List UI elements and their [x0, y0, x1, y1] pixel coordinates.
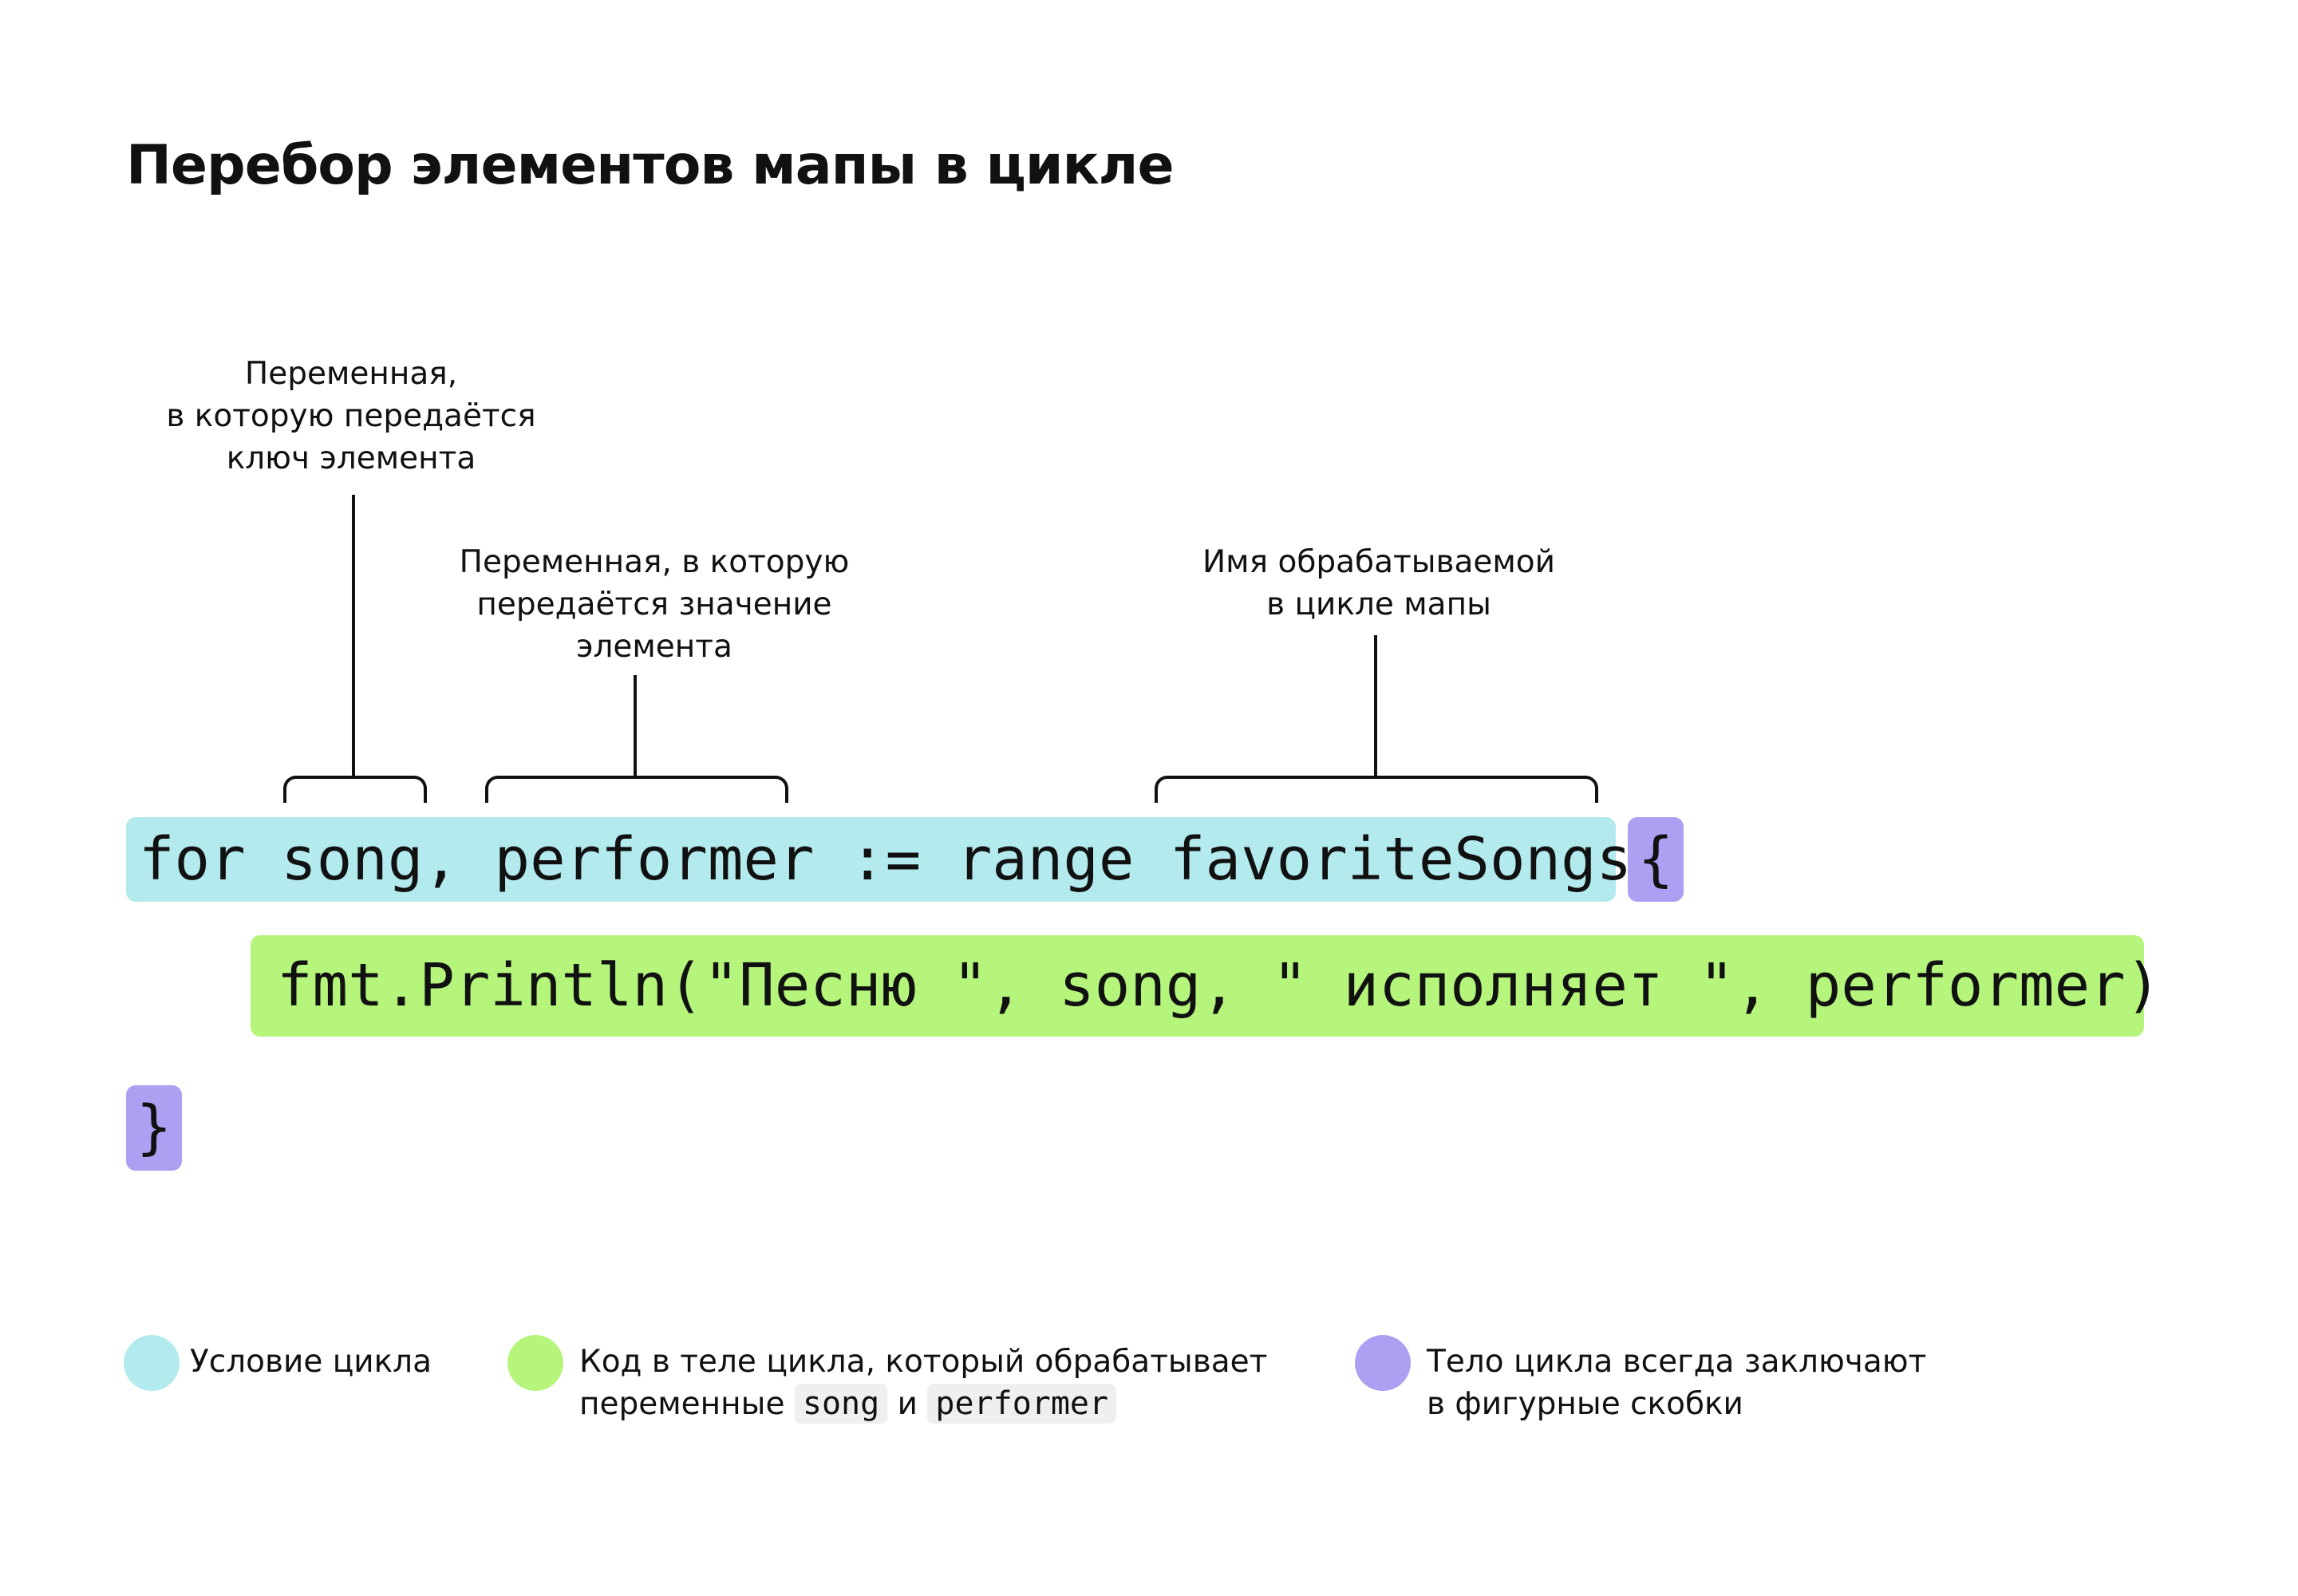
legend-braces-line-2: в фигурные скобки: [1427, 1386, 1743, 1422]
bracket-key: [283, 776, 427, 803]
annotation-map: Имя обрабатываемой в цикле мапы: [1155, 541, 1602, 626]
legend-body-conj: и: [897, 1386, 918, 1422]
annotation-key-pointer: [352, 495, 355, 779]
annotation-key-line-1: Переменная,: [244, 356, 458, 392]
legend-body-line-2: переменные song и performer: [579, 1383, 1267, 1425]
legend-braces-swatch: [1355, 1335, 1411, 1391]
legend-var-performer: performer: [927, 1384, 1117, 1424]
closing-brace: }: [126, 1085, 182, 1171]
annotation-map-pointer: [1374, 635, 1377, 779]
legend-var-song: song: [794, 1384, 888, 1424]
annotation-map-line-1: Имя обрабатываемой: [1202, 544, 1555, 580]
bracket-map: [1155, 776, 1598, 803]
annotation-value: Переменная, в которую передаётся значени…: [431, 541, 878, 668]
opening-brace: {: [1628, 817, 1684, 902]
annotation-key-line-2: в которую передаётся: [166, 398, 536, 434]
annotation-value-line-3: элемента: [576, 629, 732, 665]
legend-braces-text: Тело цикла всегда заключают в фигурные с…: [1427, 1341, 1926, 1425]
annotation-map-line-2: в цикле мапы: [1266, 587, 1491, 622]
annotation-value-pointer: [634, 675, 637, 779]
legend-condition-swatch: [124, 1335, 180, 1391]
legend-body-text: Код в теле цикла, который обрабатывает п…: [579, 1341, 1267, 1425]
legend-body-line-1: Код в теле цикла, который обрабатывает: [579, 1344, 1268, 1380]
annotation-value-line-2: передаётся значение: [476, 587, 832, 622]
legend-condition-label: Условие цикла: [190, 1344, 432, 1380]
legend-body-swatch: [507, 1335, 563, 1391]
page-title: Перебор элементов мапы в цикле: [126, 134, 1175, 197]
loop-body-code: fmt.Println("Песню ", song, " исполняет …: [251, 935, 2161, 1037]
annotation-key-line-3: ключ элемента: [226, 440, 476, 476]
legend-braces-line-1: Тело цикла всегда заключают: [1427, 1344, 1927, 1380]
loop-condition-code: for song, performer := range favoriteSon…: [126, 817, 1632, 902]
bracket-value: [485, 776, 788, 803]
legend-body-prefix: переменные: [579, 1386, 785, 1422]
annotation-value-line-1: Переменная, в которую: [459, 544, 850, 580]
annotation-key: Переменная, в которую передаётся ключ эл…: [152, 353, 551, 480]
